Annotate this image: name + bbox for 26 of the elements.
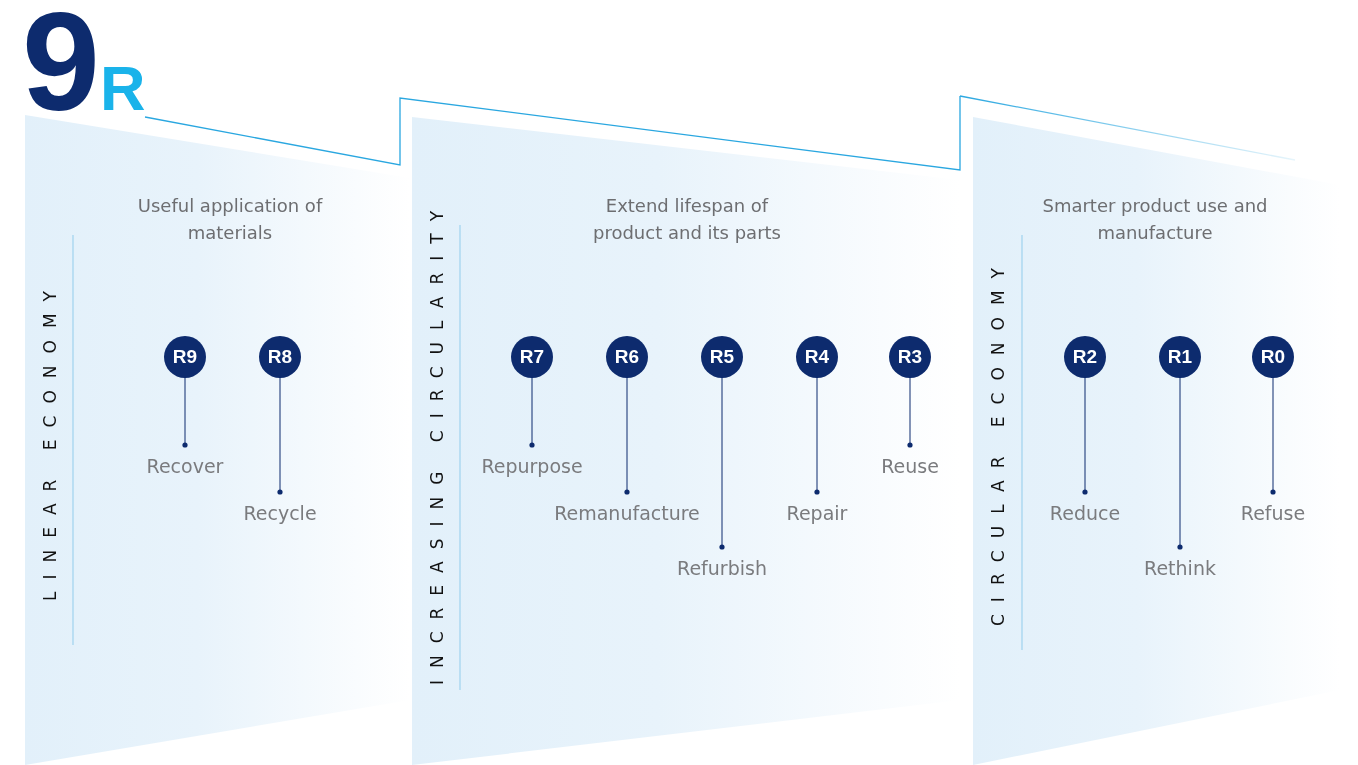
leader-line <box>907 377 913 448</box>
vertical-heading: INCREASING CIRCULARITY <box>427 198 447 686</box>
leader-line <box>1270 377 1276 495</box>
panel-description: Smarter product use and manufacture <box>1041 194 1269 245</box>
step-label: Repair <box>786 492 848 524</box>
vertical-heading: LINEAR ECONOMY <box>40 279 60 601</box>
panel-description: Useful application of materials <box>136 194 324 245</box>
step-label: Remanufacture <box>554 492 700 524</box>
leader-line <box>719 377 725 550</box>
step-label: Recover <box>146 445 224 477</box>
leader-line <box>182 377 188 448</box>
step-label: Rethink <box>1144 547 1216 579</box>
step-label: Reuse <box>881 445 939 477</box>
leader-line <box>1082 377 1088 495</box>
leader-line <box>277 377 283 495</box>
step-label: Recycle <box>243 492 317 524</box>
panel-description: Extend lifespan of product and its parts <box>592 194 782 245</box>
step-label: Repurpose <box>481 445 583 477</box>
leader-line <box>529 377 535 448</box>
leader-line <box>814 377 820 495</box>
leader-line <box>1177 377 1183 550</box>
step-label: Refurbish <box>677 547 767 579</box>
leader-line <box>624 377 630 495</box>
step-label: Refuse <box>1240 492 1306 524</box>
step-label: Reduce <box>1049 492 1121 524</box>
vertical-heading: CIRCULAR ECONOMY <box>988 256 1008 626</box>
